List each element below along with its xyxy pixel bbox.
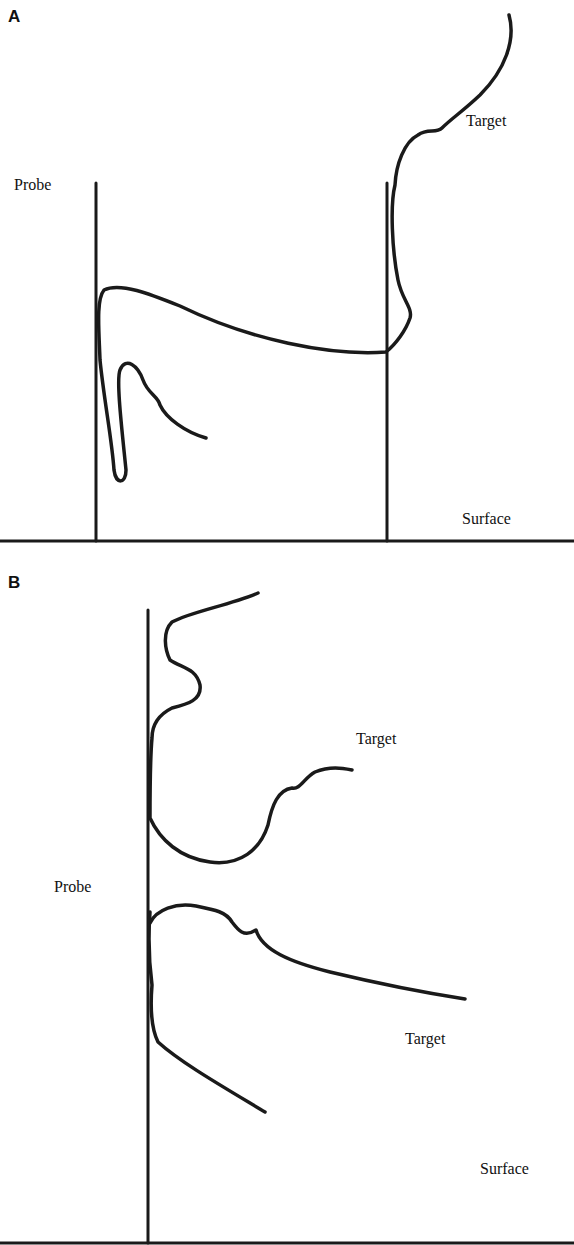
probe-label: Probe [14, 176, 51, 194]
probe-line [95, 183, 98, 541]
panel-letter: A [8, 8, 20, 27]
target-label: Target [356, 730, 396, 748]
target-label: Target [405, 1030, 445, 1048]
target-chain [150, 593, 352, 863]
surface-line [0, 540, 574, 543]
target-chain [150, 905, 465, 999]
surface-label: Surface [462, 510, 511, 528]
polymer-chain [99, 15, 511, 481]
probe-label: Probe [54, 878, 91, 896]
probe-line [386, 183, 389, 541]
surface-line [0, 1242, 574, 1245]
probe-chain [149, 912, 265, 1112]
panel-letter: B [8, 574, 20, 593]
surface-label: Surface [480, 1160, 529, 1178]
target-label: Target [466, 112, 506, 130]
